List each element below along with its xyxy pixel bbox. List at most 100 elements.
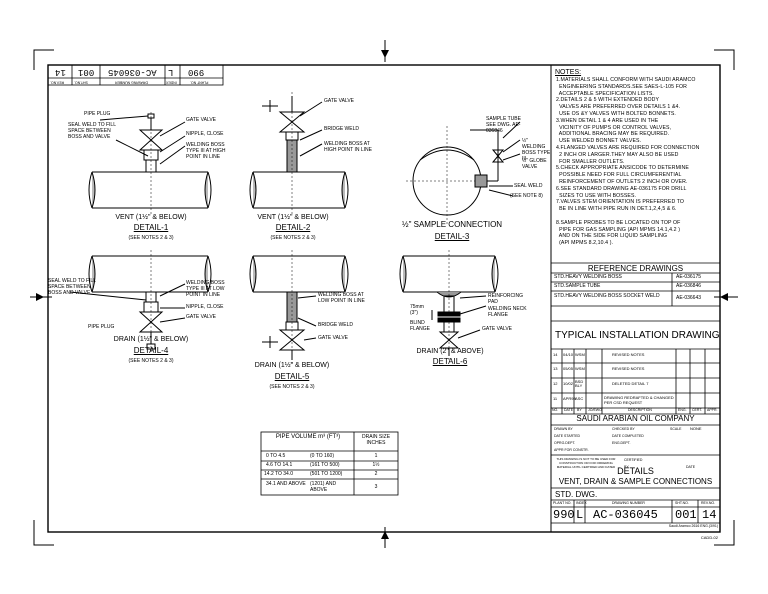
- d3-callout-globe-valve: ½" GLOBE VALVE: [522, 158, 547, 170]
- label-eng-dept: ENG.DEPT.: [612, 441, 631, 445]
- d1-callout-seal-weld: SEAL WELD TO FILL SPACE BETWEEN BOSS AND…: [68, 122, 116, 140]
- ref-row1-name: STD.HEAVY WELDING BOSS: [554, 274, 622, 280]
- d5-callout-gate-valve: GATE VALVE: [318, 335, 349, 341]
- note-line: POSSIBLE NEED FOR FULL CIRCUMFERENTIAL: [556, 172, 682, 179]
- pv-row1-size: 1: [374, 453, 378, 459]
- note-line: 5.CHECK APPROPRIATE ANSICODE TO DETERMIN…: [556, 165, 689, 172]
- detail-6-drawing: [399, 250, 499, 360]
- pv-row3-m3: 14.2 TO 34.0: [264, 471, 294, 477]
- rev-11-date: APR93: [563, 396, 576, 401]
- typical-title: TYPICAL INSTALLATION DRAWING: [555, 330, 720, 341]
- label-checked-by: CHECKED BY: [612, 427, 635, 431]
- d4-callout-nipple: NIPPLE, CLOSE: [186, 304, 224, 310]
- note-line: PIPE FOR GAS SAMPLING (API MPMS 14.1,4.2…: [556, 226, 681, 233]
- d6-callout-welding-neck: WELDING NECK FLANGE: [488, 306, 527, 318]
- footer-note: Saudi Aramco 2616 ENG.(3/91): [668, 524, 718, 528]
- pv-row1-ft3: (0 TO 160): [310, 453, 334, 459]
- d6-callout-gate-valve: GATE VALVE: [482, 326, 513, 332]
- rev-13-by: WSM: [575, 366, 585, 371]
- main-border: [47, 64, 721, 533]
- right-panel-frame: [551, 262, 720, 524]
- rev-11-desc: DRAWING REDRAFTED & CHANGED PER CSD REQU…: [604, 395, 674, 405]
- d4-callout-welding-boss: WELDING BOSS TYPE III AT LOW POINT IN LI…: [186, 280, 225, 298]
- notes-heading: NOTES:: [555, 69, 582, 76]
- footer-rev: 14: [702, 508, 717, 522]
- d2-callout-gate-valve: GATE VALVE: [324, 98, 355, 104]
- rev-header-by: BY: [577, 408, 582, 412]
- note-line: ENGINEERING STANDARDS.SEE SAES-L-105 FOR: [556, 83, 687, 90]
- label-drawn-by: DRAWN BY: [554, 427, 573, 431]
- note-line: ADDITIONAL BRACING MAY BE REQUIRED.: [556, 131, 670, 138]
- note-line: VALVES ARE PREFERRED OVER DETAILS 1 &4.: [556, 104, 681, 111]
- rev-header-eng: ENG.: [678, 408, 687, 412]
- detail-3-drawing: [406, 121, 521, 226]
- pv-row4-m3: 34.1 AND ABOVE: [266, 481, 306, 487]
- d5-caption: DRAIN (1½" & BELOW): [254, 362, 330, 369]
- note-line: 6.SEE STANDARD DRAWING AE-036175 FOR DRI…: [556, 185, 687, 192]
- note-line: 8.SAMPLE PROBES TO BE LOCATED ON TOP OF: [556, 219, 681, 226]
- scale-value: NONE: [690, 426, 702, 431]
- d5-note: (SEE NOTES 2 & 3): [269, 384, 315, 390]
- footer-dwg: AC-036045: [593, 508, 658, 522]
- d1-title: DETAIL-1: [133, 223, 169, 232]
- detail-5-drawing: [249, 250, 349, 364]
- rev-12-desc: DELETED DETAIL 7: [612, 381, 649, 386]
- detail-1-drawing: [88, 112, 212, 215]
- d2-callout-bridge-weld: BRIDGE WELD: [324, 126, 360, 132]
- d2-note: (SEE NOTES 2 & 3): [270, 235, 316, 241]
- d2-title: DETAIL-2: [275, 223, 311, 232]
- d1-callout-pipe-plug: PIPE PLUG: [84, 111, 111, 117]
- d3-title: DETAIL-3: [434, 232, 470, 241]
- ref-row1-dwg: AE-036175: [676, 274, 702, 280]
- rev-header-desc: DESCRIPTION: [628, 408, 652, 412]
- note-line: ACCEPTABLE SPECIFICATION LISTS.: [556, 90, 654, 97]
- d6-callout-dimension: 75mm (3"): [410, 304, 424, 316]
- d6-title: DETAIL-6: [432, 357, 468, 366]
- d4-callout-gate-valve: GATE VALVE: [186, 314, 217, 320]
- d4-caption: DRAIN (1½" & BELOW): [113, 336, 189, 343]
- note-line: 2.DETAILS 2 & 5 WITH EXTENDED BODY: [556, 97, 660, 104]
- rev-12-no: 12: [553, 381, 558, 386]
- footer-header-dwg: DRAWING NUMBER: [612, 501, 645, 505]
- rev-11-no: 11: [553, 396, 558, 401]
- label-date: DATE: [686, 465, 696, 469]
- note-line: 1.MATERIALS SHALL CONFORM WITH SAUDI ARA…: [556, 77, 696, 83]
- note-line: FOR SMALLER OUTLETS.: [556, 158, 625, 165]
- note-line: 4.FLANGED VALVES ARE REQUIRED FOR CONNEC…: [556, 144, 700, 151]
- d5-title: DETAIL-5: [274, 372, 310, 381]
- corner-marks: [33, 49, 735, 546]
- d3-callout-welding-boss: ½" WELDING BOSS TYPE III: [522, 138, 551, 162]
- top-strip-index: L: [168, 67, 174, 77]
- d6-caption: DRAIN (2" & ABOVE): [416, 348, 484, 355]
- label-scale: SCALE: [670, 427, 682, 431]
- label-warning: THIS DRAWING IS NOT TO BE USED FOR CONST…: [556, 457, 616, 469]
- rev-12-by: BSD BLY: [575, 379, 584, 388]
- rev-12-date: 10/02: [563, 381, 574, 386]
- footer-sht: 001: [675, 508, 697, 522]
- rev-14-date: 04/10: [563, 352, 574, 357]
- top-strip-dwg: AC-036045: [108, 67, 157, 77]
- rev-14-no: 14: [553, 352, 558, 357]
- pv-header-drain: DRAIN SIZE INCHES: [361, 434, 391, 446]
- d1-callout-welding-boss: WELDING BOSS TYPE III AT HIGH POINT IN L…: [186, 142, 226, 160]
- d1-callout-gate-valve: GATE VALVE: [186, 117, 217, 123]
- d5-callout-bridge-weld: BRIDGE WELD: [318, 322, 354, 328]
- note-line: 7.VALVES STEM ORIENTATION IS PREFERRED T…: [556, 199, 685, 206]
- label-oprg-dept: OPRG.DEPT.: [554, 441, 576, 445]
- d1-callout-nipple: NIPPLE, CLOSE: [186, 131, 224, 137]
- cadd-label: CADD-02: [700, 535, 718, 540]
- top-strip-label-sht: SHT.NO.: [74, 80, 88, 85]
- company-name: SAUDI ARABIAN OIL COMPANY: [576, 414, 695, 423]
- rev-header-date: DATE: [564, 408, 574, 412]
- rev-14-desc: REVISED NOTES: [612, 352, 645, 357]
- note-line: AND ON THE SIDE FOR LIQUID SAMPLING: [556, 233, 668, 240]
- d4-title: DETAIL-4: [133, 346, 169, 355]
- pv-row2-size: 1½: [372, 462, 380, 468]
- ref-title: REFERENCE DRAWINGS: [587, 264, 684, 273]
- note-line: 2 INCH OR LARGER.THEY MAY ALSO BE USED: [556, 151, 679, 158]
- detail-2-drawing: [249, 92, 349, 215]
- note-line: SIZES TO USE WITH BOSSES.: [556, 192, 637, 199]
- ref-row2-name: STD.SAMPLE TUBE: [554, 283, 601, 289]
- top-strip-sht: 001: [78, 67, 95, 77]
